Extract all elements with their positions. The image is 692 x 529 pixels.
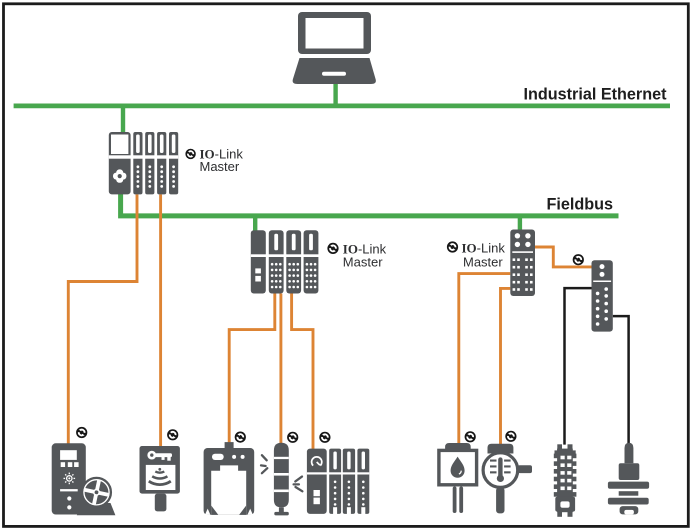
svg-text:Fieldbus: Fieldbus (546, 196, 613, 214)
svg-text:Master: Master (463, 254, 503, 269)
svg-text:IO-Link: IO-Link (343, 242, 387, 257)
svg-text:Master: Master (343, 254, 383, 269)
svg-text:IO-Link: IO-Link (462, 241, 506, 256)
svg-text:IO-Link: IO-Link (200, 146, 244, 161)
svg-text:Industrial Ethernet: Industrial Ethernet (523, 86, 667, 104)
svg-text:Master: Master (200, 159, 240, 174)
